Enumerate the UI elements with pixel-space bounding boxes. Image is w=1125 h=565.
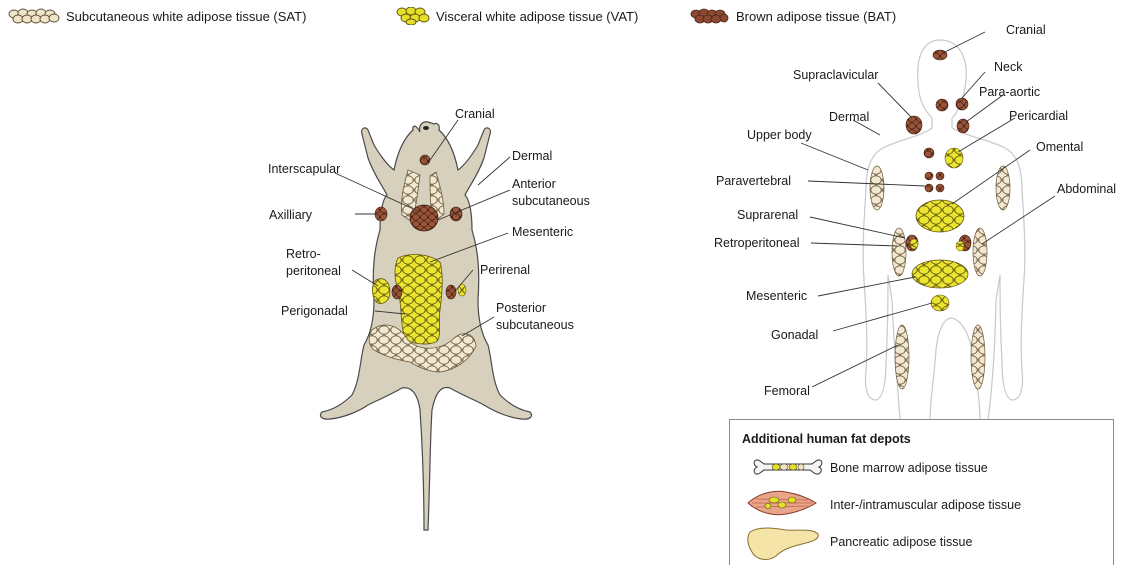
mouse-label-posterior-subcutaneous-1: Posterior — [496, 301, 546, 315]
mouse-label-mesenteric: Mesenteric — [512, 225, 573, 239]
additional-item-pancreatic: Pancreatic adipose tissue — [830, 535, 972, 549]
additional-item-intramuscular: Inter-/intramuscular adipose tissue — [830, 498, 1021, 512]
human-label-femoral: Femoral — [764, 384, 810, 398]
human-paravertebral-bat-5 — [936, 184, 944, 192]
human-label-upper-body: Upper body — [747, 128, 812, 142]
mouse-label-axilliary: Axilliary — [269, 208, 313, 222]
mouse-label-retroperitoneal-2: peritoneal — [286, 264, 341, 278]
human-supraclavicular-bat — [906, 116, 922, 134]
human-paravertebral-bat-1 — [924, 148, 934, 158]
human-paravertebral-bat-2 — [925, 172, 933, 180]
mouse-label-perirenal: Perirenal — [480, 263, 530, 277]
human-label-paravertebral: Paravertebral — [716, 174, 791, 188]
human-femoral-sat-left — [895, 325, 909, 389]
human-upper-body-sat-left — [870, 166, 884, 210]
mouse-label-perigonadal: Perigonadal — [281, 304, 348, 318]
human-label-pericardial: Pericardial — [1009, 109, 1068, 123]
human-paravertebral-bat-3 — [925, 184, 933, 192]
human-abdominal-sat-right — [973, 228, 987, 276]
mouse-label-anterior-subcutaneous-1: Anterior — [512, 177, 556, 191]
human-label-gonadal: Gonadal — [771, 328, 818, 342]
additional-item-bone-marrow: Bone marrow adipose tissue — [830, 461, 988, 475]
human-mesenteric-vat — [912, 260, 968, 288]
human-femoral-sat-right — [971, 325, 985, 389]
mouse-label-interscapular: Interscapular — [268, 162, 340, 176]
human-retroperitoneal-vat-right — [956, 241, 964, 251]
human-neck-bat-right — [956, 98, 968, 110]
human-label-dermal: Dermal — [829, 110, 869, 124]
mouse-label-posterior-subcutaneous-2: subcutaneous — [496, 318, 574, 332]
human-label-omental: Omental — [1036, 140, 1083, 154]
mouse-retroperitoneal-vat — [372, 279, 390, 304]
human-label-mesenteric: Mesenteric — [746, 289, 807, 303]
human-omental-vat — [916, 200, 964, 232]
human-label-supraclavicular: Supraclavicular — [793, 68, 878, 82]
pancreas-icon — [746, 522, 822, 562]
human-paravertebral-bat-4 — [936, 172, 944, 180]
human-label-neck: Neck — [994, 60, 1023, 74]
mouse-label-retroperitoneal-1: Retro- — [286, 247, 321, 261]
additional-depots-title: Additional human fat depots — [742, 432, 911, 446]
human-retroperitoneal-vat-left — [910, 239, 918, 249]
mouse-cranial-bat — [420, 155, 430, 165]
mouse-label-dermal: Dermal — [512, 149, 552, 163]
mouse-label-anterior-subcutaneous-2: subcutaneous — [512, 194, 590, 208]
mouse-perirenal-bat-right — [446, 285, 456, 299]
human-gonadal-vat — [931, 295, 949, 311]
additional-depots-box: Additional human fat depots Bone marrow … — [729, 419, 1114, 565]
human-neck-bat-left — [936, 99, 948, 111]
mouse-label-cranial: Cranial — [455, 107, 495, 121]
human-label-suprarenal: Suprarenal — [737, 208, 798, 222]
human-label-cranial: Cranial — [1006, 23, 1046, 37]
human-label-abdominal: Abdominal — [1057, 182, 1116, 196]
muscle-icon — [746, 488, 818, 518]
bone-icon — [752, 455, 824, 479]
human-label-para-aortic: Para-aortic — [979, 85, 1040, 99]
human-cranial-bat — [933, 50, 947, 60]
human-label-retroperitoneal: Retroperitoneal — [714, 236, 799, 250]
mouse-nose — [423, 126, 429, 130]
mouse-perirenal-bat-left — [392, 285, 402, 299]
